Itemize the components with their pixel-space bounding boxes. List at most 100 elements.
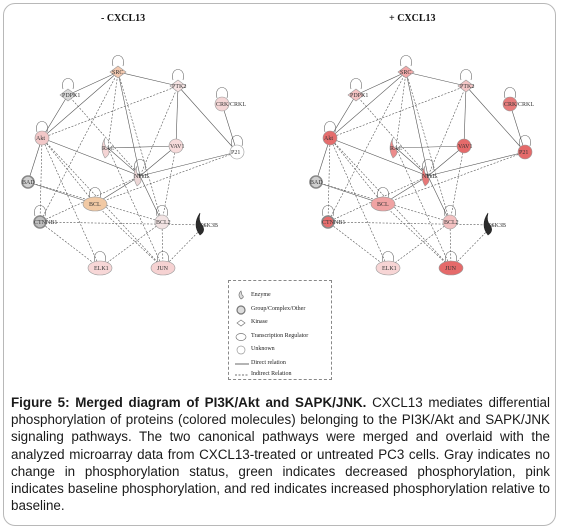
left-edge (39, 137, 43, 223)
right-node-label: PDPK1 (350, 93, 368, 99)
left-node-akt (34, 130, 50, 146)
right-node-label: CTNNB1 (322, 220, 345, 226)
left-node-pdpk1 (59, 88, 77, 102)
left-node-label: CTNNB1 (34, 220, 57, 226)
right-edge (355, 71, 407, 96)
right-node-gsk3 (483, 212, 492, 236)
right-node-rac (389, 137, 398, 159)
left-edge (175, 85, 179, 147)
group-icon (236, 305, 246, 315)
right-node-label: CRK/CRKL (504, 102, 534, 108)
right-edge (329, 137, 389, 269)
left-edge (41, 94, 69, 139)
right-node-label: BCL (377, 202, 389, 208)
left-node-label: BCL (89, 202, 101, 208)
right-panel-title: + CXCL13 (389, 13, 436, 24)
left-self-loop (94, 251, 106, 263)
left-self-loop (216, 87, 228, 99)
right-edge (427, 151, 526, 177)
right-self-loop (444, 205, 456, 217)
left-self-loop (134, 159, 146, 171)
left-self-loop (231, 135, 243, 147)
right-edge (327, 221, 494, 226)
left-node-crk (214, 96, 230, 112)
left-panel-title: - CXCL13 (101, 13, 146, 24)
right-edge (387, 221, 451, 269)
left-node-label: ELK1 (94, 266, 109, 272)
left-edge (117, 71, 141, 177)
left-node-label: P21 (231, 150, 240, 156)
right-node-pdpk1 (347, 88, 365, 102)
left-self-loop (36, 121, 48, 133)
right-node-label: BAD (310, 180, 323, 186)
right-node-vav1 (456, 138, 472, 154)
right-edge (395, 147, 452, 269)
right-self-loop (400, 55, 412, 67)
left-edge (139, 85, 179, 177)
right-node-src (397, 65, 415, 79)
left-self-loop (157, 251, 169, 263)
left-edge (139, 151, 238, 177)
right-node-bcl2l (370, 196, 396, 212)
right-edge (405, 71, 429, 177)
right-edge (329, 94, 357, 139)
right-node-elk1 (375, 260, 401, 276)
left-node-gsk3 (195, 212, 204, 236)
right-node-label: SRC (400, 70, 411, 76)
left-node-p21 (229, 144, 245, 160)
right-edge (327, 175, 429, 223)
right-edge (327, 221, 389, 269)
left-node-jun (150, 260, 176, 276)
left-self-loop (89, 187, 101, 199)
right-self-loop (445, 251, 457, 263)
right-edge (395, 71, 407, 149)
right-edge (449, 221, 452, 269)
left-node-elk1 (87, 260, 113, 276)
right-edge (382, 203, 452, 269)
left-node-bcl2l (82, 196, 108, 212)
left-node-label: SRC (112, 70, 123, 76)
left-node-label: BAD (22, 180, 35, 186)
left-node-label: RAC (102, 146, 114, 152)
right-node-label: P21 (519, 150, 528, 156)
right-node-bcl2 (442, 214, 458, 230)
kinase-icon (236, 319, 246, 327)
legend-icons (235, 290, 249, 376)
right-node-label: NFkB (422, 174, 437, 180)
left-node-bcl2 (154, 214, 170, 230)
right-edge (315, 181, 384, 205)
right-edge (329, 137, 429, 177)
left-edge (177, 85, 238, 153)
left-edge (41, 137, 141, 177)
legend-enzyme-label: Enzyme (251, 292, 271, 298)
left-node-label: NFkB (134, 174, 149, 180)
left-edge (162, 224, 206, 269)
left-node-ptk2 (169, 79, 187, 93)
left-edge (39, 221, 206, 226)
legend-group-label: Group/Complex/Other (251, 306, 306, 312)
left-self-loop (156, 205, 168, 217)
right-node-label: Akt (324, 136, 333, 142)
right-edge (315, 181, 451, 223)
transcription-regulator-icon (235, 333, 247, 341)
right-node-label: VAV1 (458, 144, 472, 150)
legend-indirect-label: Indirect Relation (251, 371, 292, 377)
left-edge (161, 145, 177, 223)
left-edge (27, 181, 163, 223)
left-edge (221, 103, 238, 153)
left-edge (94, 151, 238, 205)
right-edge (427, 175, 451, 223)
left-self-loop (34, 205, 46, 217)
caption-title: Figure 5: Merged diagram of PI3K/Akt and… (11, 395, 367, 410)
left-edge (117, 71, 179, 87)
left-self-loop (62, 78, 74, 90)
right-node-label: GSK3B (487, 223, 506, 229)
right-edge (449, 145, 465, 223)
right-edge (329, 71, 407, 139)
right-node-akt (322, 130, 338, 146)
left-edge (67, 94, 141, 177)
left-edge (41, 137, 96, 205)
unknown-icon (236, 345, 246, 355)
right-self-loop (422, 159, 434, 171)
